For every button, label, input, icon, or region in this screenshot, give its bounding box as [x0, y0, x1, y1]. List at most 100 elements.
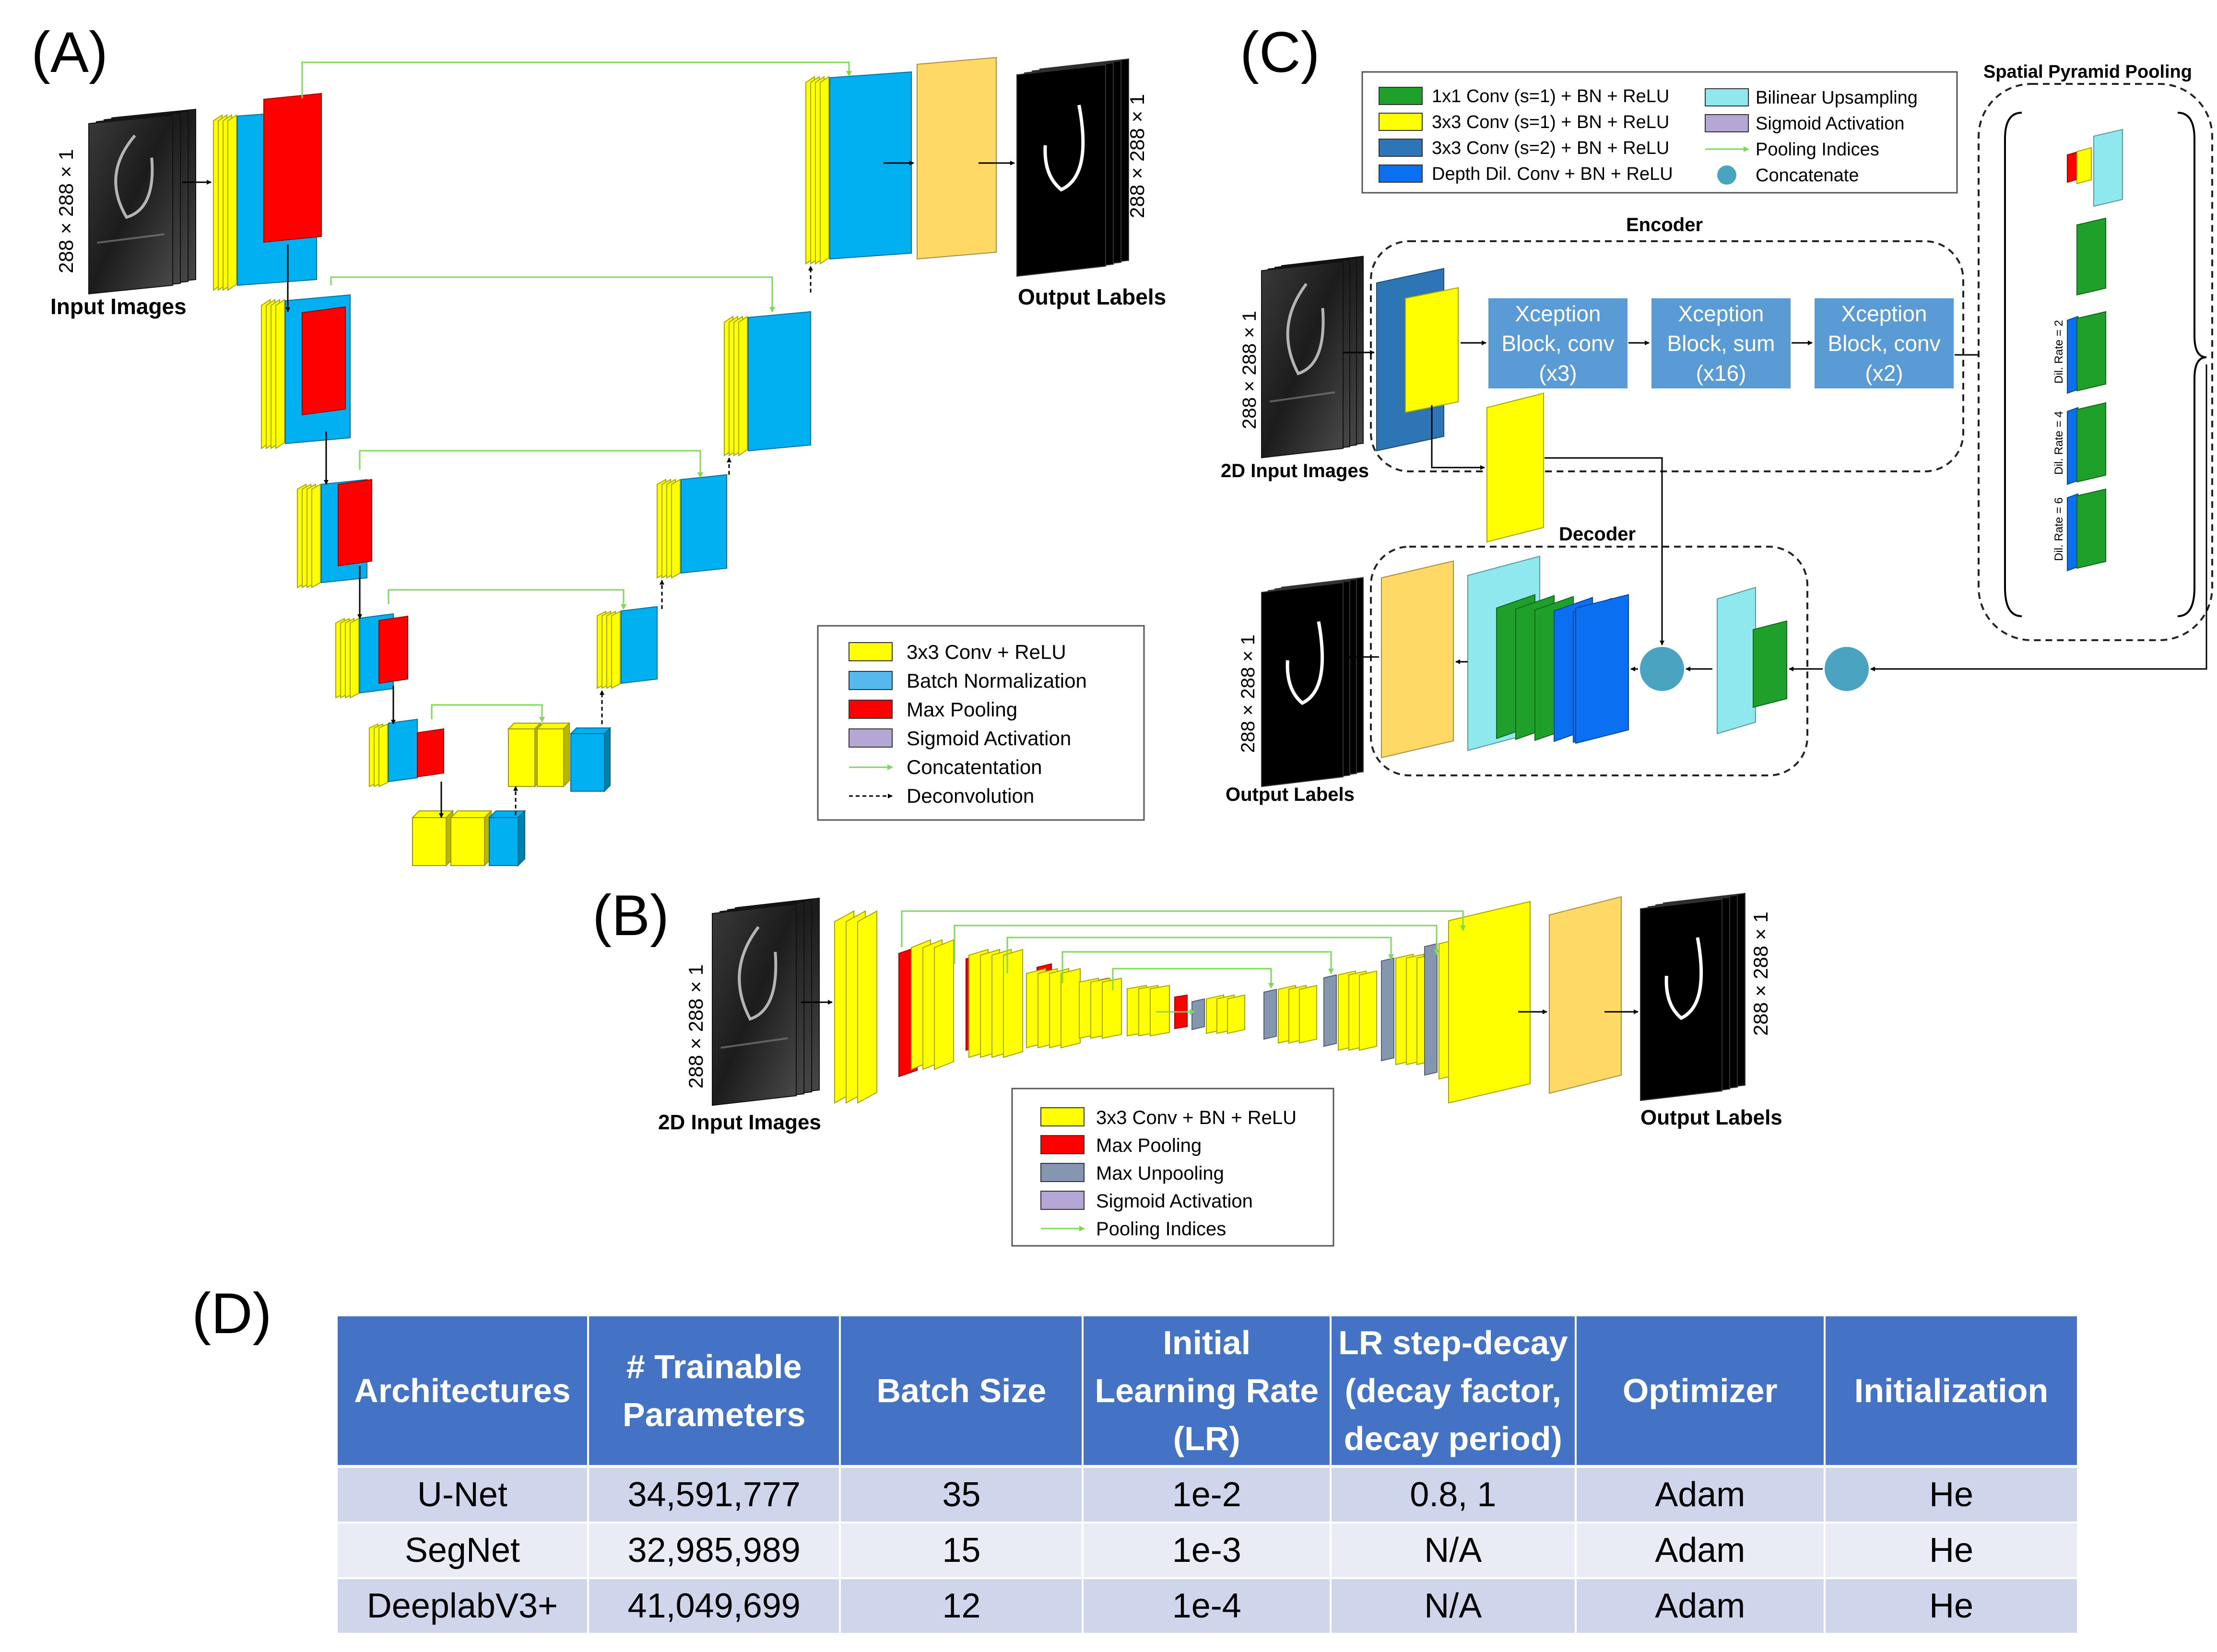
a-dec4-conv1	[507, 722, 542, 788]
table-cell: He	[1825, 1523, 2079, 1579]
c-legend-item: 1x1 Conv (s=1) + BN + ReLU	[1379, 86, 1669, 106]
a-enc1-conv-plate	[275, 299, 285, 449]
c-xception-text: (x16)	[1696, 361, 1746, 386]
table-header-text: (LR)	[1173, 1420, 1240, 1457]
panel-b-input-stack	[712, 897, 820, 1106]
a-input-mri-slice	[88, 114, 173, 294]
a-output-label-slice	[1016, 64, 1106, 277]
b-enc2-conv	[1003, 949, 1023, 1058]
c-concat-dot-decoder	[1640, 647, 1684, 691]
panel-a-output-stack	[1016, 58, 1129, 277]
table-cell: 41,049,699	[588, 1578, 841, 1635]
a-skip-0	[301, 61, 852, 98]
table-cell: U-Net	[338, 1466, 589, 1523]
a-enc4-bn	[388, 718, 418, 783]
b-legend-label: 3x3 Conv + BN + ReLU	[1096, 1107, 1297, 1128]
c-output-label-slice	[1261, 582, 1344, 787]
a-skip-4	[431, 704, 545, 723]
b-legend-swatch	[1040, 1107, 1085, 1126]
table-header-text: Learning Rate	[1095, 1372, 1319, 1409]
panel-b-output-dim: 288 × 288 × 1	[1749, 912, 1772, 1036]
panel-c-input-stack	[1261, 256, 1364, 458]
panel-b-segnet: (B) 288 × 288 × 1 2D Input Images 288 × …	[592, 883, 1782, 1247]
b-dec2-conv	[1359, 970, 1377, 1051]
table-header-text: # Trainable	[626, 1348, 802, 1385]
a-skip-1	[330, 276, 775, 313]
b-pool-index-1	[954, 925, 1439, 964]
a-legend-item: Max Pooling	[849, 698, 1017, 721]
c-xception-text: Block, conv	[1501, 331, 1614, 356]
a-bottleneck-bn	[488, 809, 526, 867]
a-legend-swatch	[849, 671, 893, 690]
a-bottleneck-conv2	[449, 809, 493, 867]
b-legend-item: 3x3 Conv + BN + ReLU	[1040, 1107, 1297, 1128]
table-header-text: (decay factor,	[1344, 1372, 1561, 1409]
c-legend-swatch	[1379, 113, 1423, 131]
a-skip-2	[359, 450, 703, 478]
table-header-text: Initial	[1163, 1324, 1251, 1361]
c-input-mri-slice	[1261, 260, 1344, 458]
c-legend-label: Bilinear Upsampling	[1756, 88, 1918, 108]
c-decoder-dilconv	[1575, 594, 1629, 744]
panel-c-decoder-title: Decoder	[1559, 524, 1636, 545]
c-legend-swatch	[1705, 88, 1749, 106]
a-dec2-conv-plate	[671, 479, 681, 579]
table-cell: He	[1825, 1466, 2079, 1523]
b-legend-item: Sigmoid Activation	[1040, 1191, 1253, 1212]
b-pool-index-3	[1061, 951, 1334, 983]
c-legend-item: Bilinear Upsampling	[1705, 88, 1918, 108]
b-legend-item: Max Pooling	[1040, 1135, 1202, 1156]
b-dec3-unpool	[1381, 957, 1394, 1062]
c-xception-box	[1815, 298, 1954, 388]
table-cell: 1e-3	[1083, 1523, 1332, 1579]
c-spp-dil-label: Dil. Rate = 2	[2052, 320, 2065, 384]
table-header-text: LR step-decay	[1338, 1324, 1568, 1361]
b-enc4-conv	[1102, 977, 1122, 1039]
c-upsample-block-1	[1717, 586, 1756, 735]
a-enc3-pool	[378, 615, 408, 684]
c-xception-box	[1651, 298, 1791, 388]
a-legend-label: Max Pooling	[907, 698, 1017, 721]
table-cell: 1e-2	[1083, 1466, 1332, 1523]
a-enc0-pool	[263, 93, 322, 243]
a-legend-item: Batch Normalization	[849, 669, 1087, 692]
c-spp-dil-label: Dil. Rate = 6	[2052, 497, 2065, 561]
b-dec1-unpool	[1263, 988, 1277, 1040]
table-header-text: Batch Size	[876, 1372, 1047, 1409]
a-dec1-conv-plate	[738, 316, 748, 457]
a-dec3-conv-plate	[611, 610, 621, 689]
b-dec1-conv	[1299, 984, 1317, 1044]
b-legend-swatch	[1040, 1135, 1085, 1154]
c-xception-text: Xception	[1515, 301, 1601, 326]
b-legend-label: Max Pooling	[1096, 1135, 1202, 1156]
c-spp-dil-conv-0	[2067, 316, 2078, 394]
a-legend-label: Batch Normalization	[907, 669, 1087, 692]
a-dec1-bn	[748, 311, 811, 452]
b-dec2-unpool	[1323, 974, 1337, 1047]
table-cell: 1e-4	[1083, 1578, 1332, 1635]
a-dec4-conv2	[536, 722, 571, 788]
panel-a-label: (A)	[31, 20, 108, 84]
table-cell: 12	[840, 1578, 1084, 1635]
table-cell: Adam	[1575, 1578, 1826, 1635]
panel-c-input-dim: 288 × 288 × 1	[1239, 311, 1260, 429]
a-legend-item: Concatentation	[849, 756, 1042, 778]
c-xception-text: Block, sum	[1667, 331, 1775, 356]
c-legend-item: 3x3 Conv (s=2) + BN + ReLU	[1379, 138, 1669, 158]
a-dec4-bn	[569, 726, 612, 793]
table-cell: 0.8, 1	[1331, 1466, 1577, 1523]
c-legend-label: 3x3 Conv (s=1) + BN + ReLU	[1432, 112, 1669, 132]
b-legend-label: Sigmoid Activation	[1096, 1191, 1253, 1212]
c-legend-label: Pooling Indices	[1756, 140, 1879, 160]
table-cell: 15	[840, 1523, 1084, 1579]
b-output-label-slice	[1640, 898, 1722, 1101]
table-header-text: Optimizer	[1622, 1372, 1778, 1409]
